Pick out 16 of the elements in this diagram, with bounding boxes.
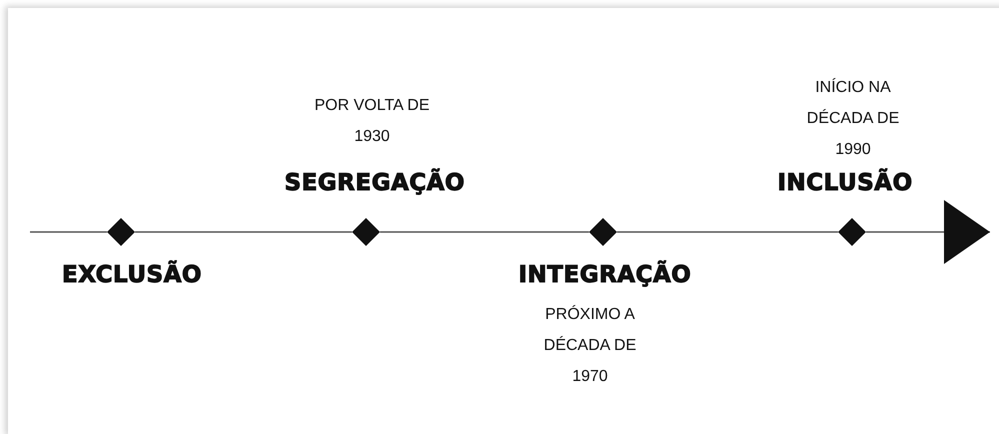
timeline-line: [380, 231, 589, 233]
date-note: PRÓXIMO A DÉCADA DE 1970: [542, 304, 638, 387]
timeline-line: [30, 231, 107, 233]
arrow: [866, 200, 990, 264]
era-title: INCLUSÃO: [778, 170, 913, 196]
era-title: SEGREGAÇÃO: [284, 170, 465, 196]
era-title: EXCLUSÃO: [62, 262, 202, 288]
timeline-line: [617, 231, 838, 233]
milestone-diamond: [352, 218, 380, 246]
timeline-line: [135, 231, 352, 233]
date-note: POR VOLTA DE 1930: [314, 96, 430, 147]
era-title: INTEGRAÇÃO: [518, 262, 692, 288]
milestone-diamond: [107, 218, 135, 246]
date-note: INÍCIO NA DÉCADA DE 1990: [806, 77, 900, 160]
milestone-diamond: [589, 218, 617, 246]
milestone-diamond: [838, 218, 866, 246]
